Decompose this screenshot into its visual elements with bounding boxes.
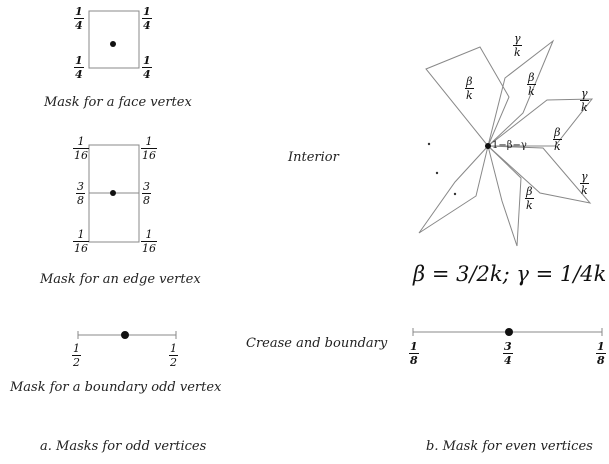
even-boundary-dot <box>505 328 513 336</box>
star-rhombus-lower-left <box>418 144 489 234</box>
beta-gamma-formula: β = 3/2k; γ = 1/4k <box>413 262 607 286</box>
star-ellipsis-dot-2 <box>435 171 439 175</box>
star-ellipsis-dot-1 <box>427 142 431 146</box>
star-rhombus-right <box>486 98 594 147</box>
face-mask-center-dot <box>110 41 116 47</box>
star-center-dot <box>485 143 491 149</box>
star-rhombus-lower-right <box>486 145 592 204</box>
even-vertices-caption: b. Mask for even vertices <box>426 439 593 454</box>
odd-vertices-caption: a. Masks for odd vertices <box>40 439 207 454</box>
boundary-odd-dot <box>121 331 129 339</box>
edge-mask-center-dot <box>110 190 116 196</box>
star-rhombus-upper-left <box>425 46 510 147</box>
star-center-label: 1−β−γ <box>492 140 527 151</box>
star-ellipsis-dot-3 <box>453 192 457 196</box>
edge-mask-caption: Mask for an edge vertex <box>40 272 201 287</box>
star-rhombus-upper-right <box>487 39 555 148</box>
crease-boundary-label: Crease and boundary <box>246 336 388 351</box>
face-mask-square <box>88 10 140 69</box>
boundary-odd-mask-caption: Mask for a boundary odd vertex <box>10 380 222 395</box>
star-rhombus-lower <box>487 144 522 247</box>
face-mask-caption: Mask for a face vertex <box>44 95 192 110</box>
interior-label: Interior <box>288 150 339 165</box>
